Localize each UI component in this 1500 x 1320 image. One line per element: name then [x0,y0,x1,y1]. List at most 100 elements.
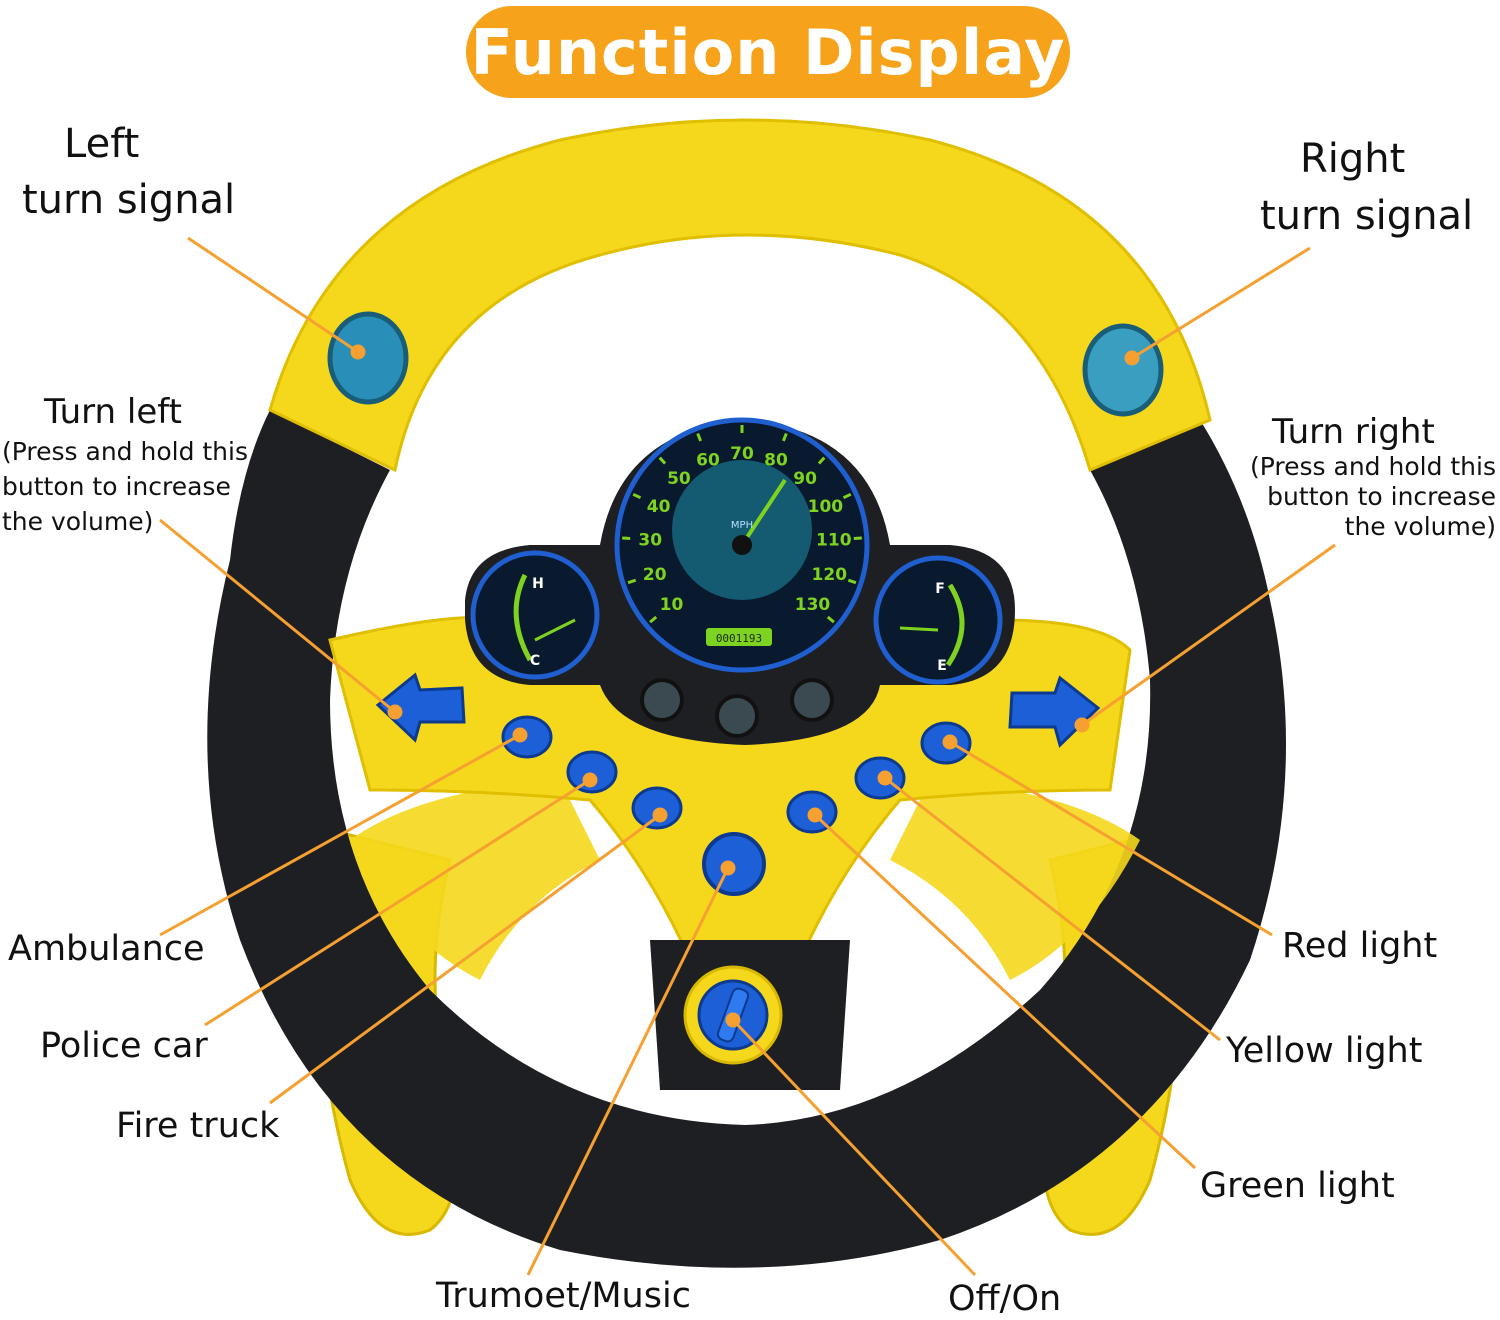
leader-dot-red-light [942,734,958,750]
speedometer-tick-label: 120 [812,565,848,585]
label-police-car: Police car [40,1026,208,1066]
speedometer-tick-mark [632,492,642,500]
indicator-lamp-left [640,678,684,722]
leader-green-light [813,813,1197,1170]
leader-red-light [949,740,1273,937]
leader-off-on [731,1018,977,1277]
temp-gauge-top: H [532,576,544,592]
leader-yellow-light [884,776,1221,1042]
leader-dot-left-signal [350,344,366,360]
speedometer-tick-mark [622,536,631,540]
speedometer-tick-mark [696,432,702,442]
leader-dot-turn-left [387,704,403,720]
speedometer-tick-label: 70 [730,444,754,464]
label-right-signal-line1: Right [1300,136,1406,182]
label-turn-left-note3: the volume) [2,507,154,536]
temp-gauge-bottom: C [530,653,540,669]
label-turn-right-note2: button to increase [1267,482,1496,511]
speedometer-unit: MPH [731,520,753,531]
label-turn-right: Turn right [1272,412,1435,452]
speedometer-tick-mark [853,536,862,540]
fire-truck-button[interactable] [631,786,683,830]
temp-gauge [470,550,600,680]
label-turn-left-note1: (Press and hold this [2,437,248,466]
speedometer-hub [732,535,752,555]
inner-window-left [350,780,600,980]
leader-dot-off-on [725,1012,741,1028]
speedometer-tick-mark [817,456,826,465]
label-ambulance: Ambulance [8,929,205,969]
leader-dot-green-light [807,807,823,823]
label-left-signal-line1: Left [64,121,140,167]
speedometer-tick-label: 130 [795,595,831,615]
speedometer-tick-mark [782,432,788,442]
speedometer-tick-label: 40 [647,497,671,517]
speedometer-tick-label: 100 [808,497,844,517]
left-turn-signal-light[interactable] [327,311,409,405]
leader-dot-yellow-light [877,770,893,786]
fuel-gauge [873,555,1003,685]
leader-ambulance [159,733,521,937]
speedometer-tick-label: 110 [816,531,852,551]
leader-fire-truck [269,813,661,1105]
speedometer-tick-label: 90 [793,469,817,489]
turn-left-button[interactable] [375,672,466,743]
fuel-gauge-top: F [935,581,945,597]
leader-lines [159,236,1336,1277]
speedometer-tick-label: 20 [643,565,667,585]
fuel-gauge-needle [899,626,939,632]
speedometer-tick-mark [627,578,637,585]
indicator-lamp-right [790,678,834,722]
leader-police-car [204,778,591,1027]
police-car-button[interactable] [566,750,618,794]
leader-dot-trumpet [720,860,736,876]
speedometer-tick-mark [649,615,658,624]
label-turn-right-note3: the volume) [1344,512,1496,541]
leader-dot-right-signal [1124,350,1140,366]
speedometer-tick-mark [826,615,835,624]
label-trumpet-music: Trumoet/Music [436,1276,691,1316]
leader-right-signal [1131,246,1311,360]
leader-dot-ambulance [512,727,528,743]
speedometer-needle [740,478,787,547]
leader-dot-turn-right [1074,717,1090,733]
leader-turn-right [1081,543,1336,727]
yellow-top-arc [268,118,1212,473]
right-turn-signal-light[interactable] [1082,323,1164,417]
speedometer-tick-mark [847,578,857,585]
label-fire-truck: Fire truck [116,1106,280,1146]
leader-dot-police-car [582,772,598,788]
leader-left-signal [187,236,359,354]
speedometer-tick-label: 10 [660,595,684,615]
odometer-value: 0001193 [716,632,762,645]
speedometer-tick-mark [658,456,667,465]
label-red-light: Red light [1282,926,1438,966]
leader-dot-fire-truck [652,807,668,823]
speedometer-tick-mark [842,492,852,500]
label-turn-left: Turn left [44,392,182,432]
indicator-lamp-center [715,694,759,738]
fuel-gauge-arc [945,583,965,667]
label-turn-left-note2: button to increase [2,472,231,501]
label-turn-right-note1: (Press and hold this [1250,452,1496,481]
temp-gauge-needle [534,618,576,642]
label-right-signal-line2: turn signal [1260,193,1474,239]
black-grip-ring [207,410,1287,1268]
speedometer-tick-label: 60 [696,451,720,471]
speedometer-tick-label: 80 [764,451,788,471]
fuel-gauge-bottom: E [937,658,947,674]
label-off-on: Off/On [948,1279,1062,1319]
label-left-signal-line2: turn signal [22,177,236,223]
label-yellow-light: Yellow light [1226,1031,1423,1071]
label-green-light: Green light [1200,1166,1395,1206]
leader-trumpet [526,867,730,1276]
title-banner: Function Display [466,6,1070,98]
temp-gauge-arc [513,573,533,662]
odometer [706,628,772,646]
speedometer-tick-label: 50 [667,469,691,489]
page-title: Function Display [470,15,1066,89]
speedometer-tick-label: 30 [638,531,662,551]
leader-turn-left [159,518,396,714]
